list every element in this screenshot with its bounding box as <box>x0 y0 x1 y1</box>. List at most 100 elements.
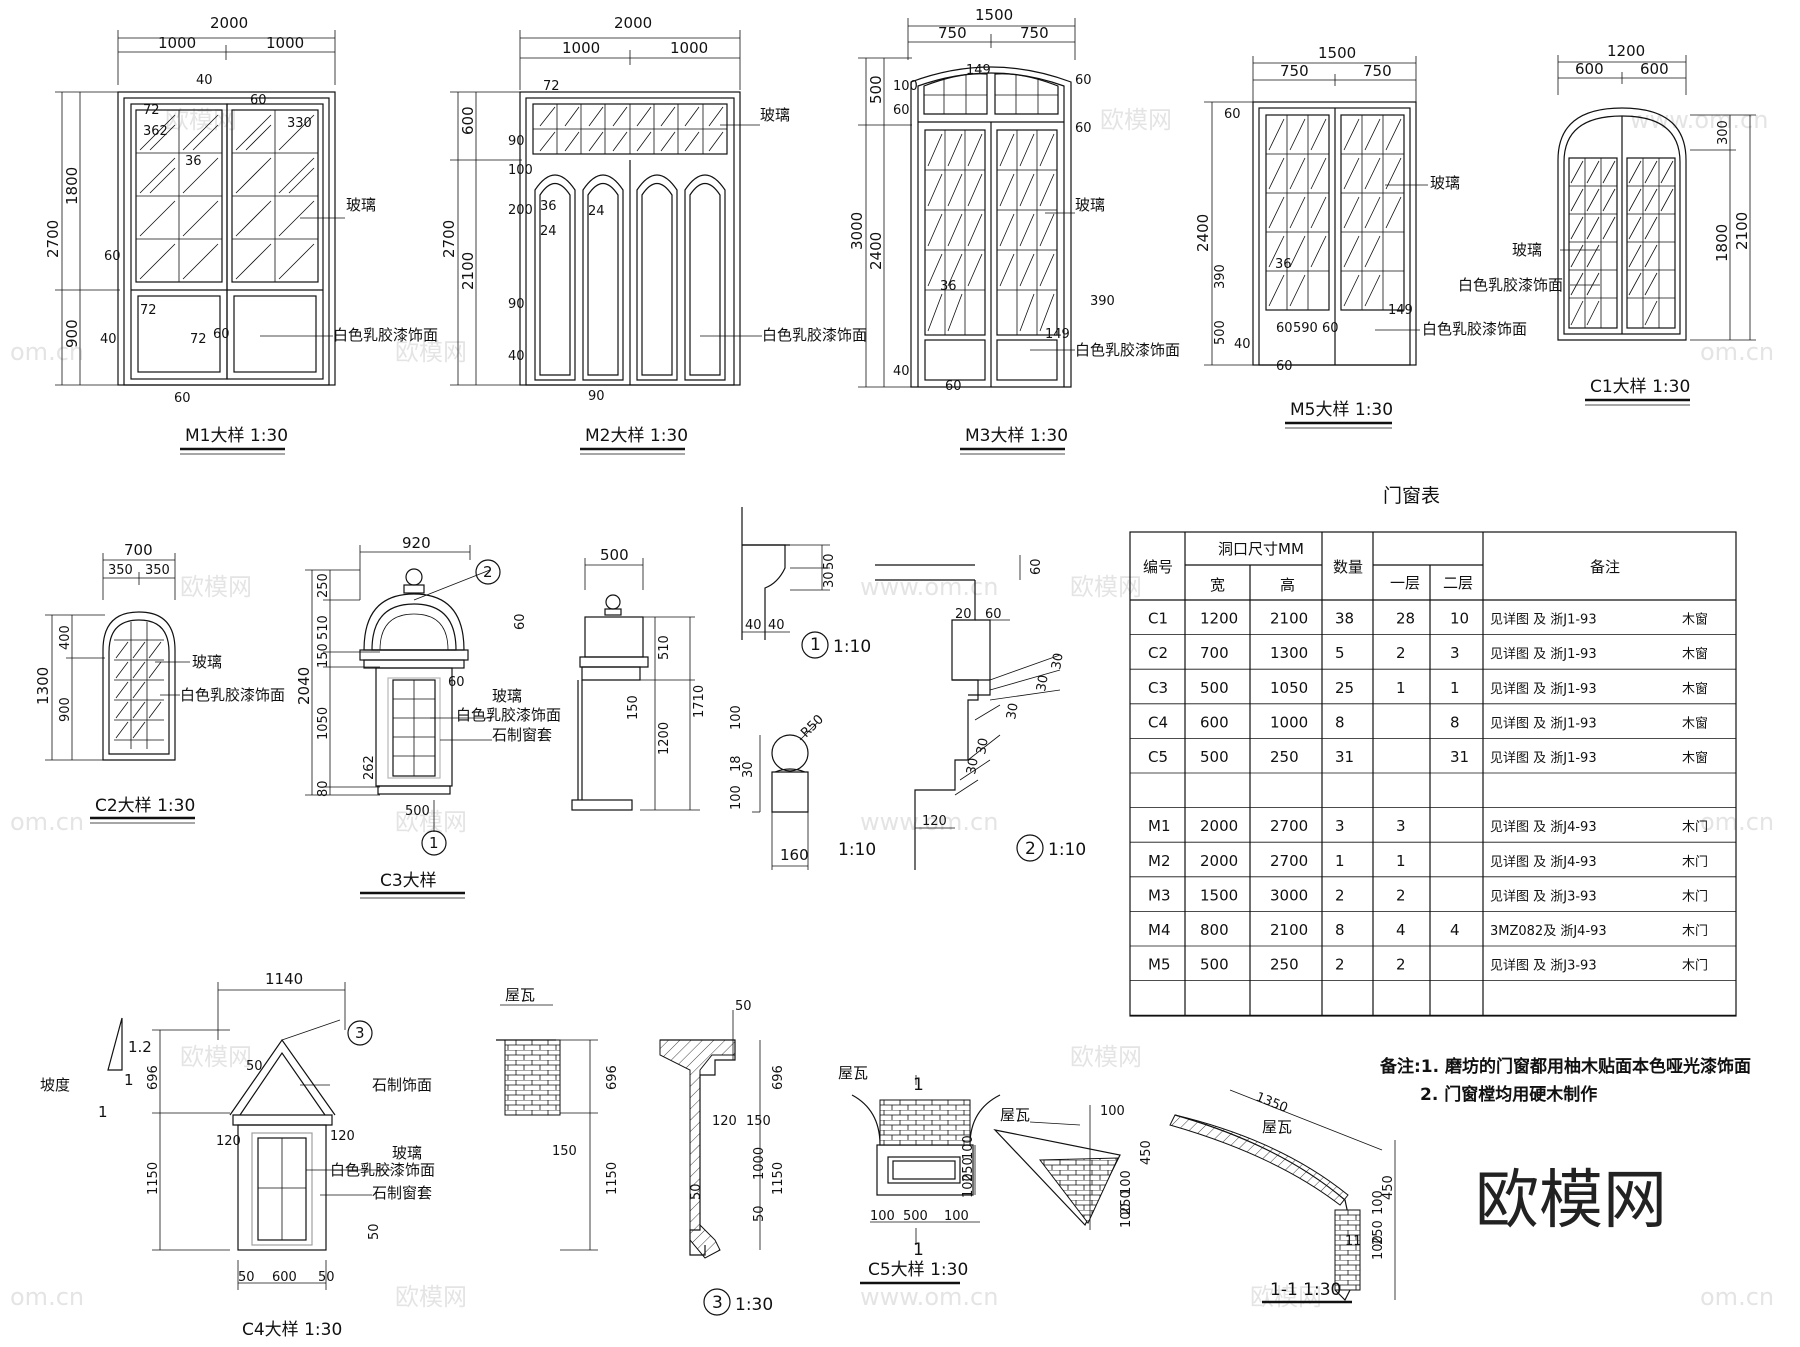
dim-m1-60d: 60 <box>174 391 191 406</box>
title-c5: C5大样 1:30 <box>868 1260 968 1280</box>
dim-m2-width: 2000 <box>614 14 652 32</box>
table-cell-qty: 3 <box>1335 817 1345 835</box>
dim-c2-width: 700 <box>124 541 153 559</box>
title-m3: M3大样 1:30 <box>965 426 1068 446</box>
dim-c5s-100b: 100 <box>1119 1170 1134 1195</box>
table-cell-qty: 8 <box>1335 921 1345 939</box>
table-cell-qty: 2 <box>1335 886 1345 904</box>
dim-d1-30b: 30 <box>741 761 756 778</box>
table-cell-ref: 见详图 及 浙J1-93 <box>1490 613 1597 628</box>
dim-d3-696: 696 <box>771 1065 786 1090</box>
dim-m1-362: 362 <box>143 124 168 139</box>
watermark-logo: 欧模网 <box>180 1043 252 1071</box>
dim-d1-18: 18 <box>729 755 744 772</box>
dim-m1-upper: 1800 <box>63 167 81 205</box>
dim-c1-1800: 1800 <box>1713 224 1731 262</box>
table-cell-w: 800 <box>1200 921 1229 939</box>
title-c3: C3大样 <box>380 871 437 891</box>
table-cell-type: 木窗 <box>1682 612 1708 628</box>
dim-m2-36: 36 <box>540 199 557 214</box>
dim-d2-20: 20 <box>955 607 972 622</box>
dim-m5-500: 500 <box>1213 320 1228 345</box>
dim-c2-900: 900 <box>58 697 73 722</box>
table-cell-code: M2 <box>1148 852 1171 870</box>
th-f1: 一层 <box>1390 574 1420 592</box>
dim-d3-50a: 50 <box>735 999 752 1014</box>
label-m5-paint: 白色乳胶漆饰面 <box>1422 320 1527 338</box>
watermark-logo: 欧模网 <box>1250 1283 1322 1311</box>
dim-d2-30e: 30 <box>964 757 982 776</box>
dim-c5-100: 100 <box>961 1135 976 1160</box>
watermark-site: om.cn <box>1700 1283 1774 1311</box>
callout-d3: 3 <box>712 1293 723 1313</box>
dim-sec-1710: 1710 <box>692 685 707 718</box>
table-cell-ref: 见详图 及 浙J1-93 <box>1490 682 1597 697</box>
title-s11: 1-1 1:30 <box>1270 1280 1341 1300</box>
table-cell-f1: 3 <box>1396 817 1406 835</box>
dim-m2-right: 1000 <box>670 39 708 57</box>
callout-d1: 1 <box>810 635 821 655</box>
table-cell-type: 木窗 <box>1682 715 1708 731</box>
dim-d2-120: 120 <box>922 814 947 829</box>
dim-c1-right: 600 <box>1640 60 1669 78</box>
dim-c5-250: 250 <box>961 1157 976 1182</box>
detail-2: 60 20 60 30 30 30 30 30 120 2 1:10 <box>875 555 1086 870</box>
dim-m1-60c: 60 <box>213 327 230 342</box>
dim-m3-60b: 60 <box>1075 73 1092 88</box>
c3-window-detail: 920 2040 250 510 150 1050 80 2 60 玻璃 白色乳… <box>295 534 561 899</box>
dim-m3-upper: 500 <box>867 75 885 104</box>
remark-line-1: 备注:1. 磨坊的门窗都用柚木贴面本色哑光漆饰面 <box>1379 1056 1751 1077</box>
label-c4-stoneframe: 石制窗套 <box>372 1184 432 1202</box>
table-cell-ref: 见详图 及 浙J3-93 <box>1490 959 1597 974</box>
label-c3-paint: 白色乳胶漆饰面 <box>456 706 561 724</box>
dim-c5s-100c: 100 <box>1119 1203 1134 1228</box>
slope-c4-1b: 1 <box>98 1103 108 1121</box>
label-c3-glass: 玻璃 <box>492 687 522 705</box>
th-f2: 二层 <box>1443 574 1473 592</box>
label-m3-paint: 白色乳胶漆饰面 <box>1075 341 1180 359</box>
th-qty: 数量 <box>1333 558 1363 576</box>
label-s11-tile: 屋瓦 <box>1262 1118 1292 1136</box>
dim-m2-upper: 600 <box>459 106 477 135</box>
dim-s11-250: 250 <box>1371 1220 1386 1245</box>
label-c2-paint: 白色乳胶漆饰面 <box>180 686 285 704</box>
label-m2-glass: 玻璃 <box>760 106 790 124</box>
remark-line-2: 2. 门窗樘均用硬木制作 <box>1420 1084 1597 1105</box>
dim-s11-450: 450 <box>1381 1175 1396 1200</box>
c2-window-detail: 700 350 350 1300 400 900 玻璃 白色乳胶漆饰面 C2大样… <box>34 541 285 824</box>
th-note: 备注 <box>1590 558 1620 576</box>
dim-c4s-696: 696 <box>605 1065 620 1090</box>
c3-section: 500 510 150 1200 1710 60 <box>513 546 707 811</box>
dim-c4-696: 696 <box>146 1065 161 1090</box>
dim-c4s-1150: 1150 <box>605 1162 620 1195</box>
table-cell-h: 2700 <box>1270 852 1308 870</box>
title-m5: M5大样 1:30 <box>1290 400 1393 420</box>
dim-c4-50a: 50 <box>246 1059 263 1074</box>
table-cell-qty: 5 <box>1335 644 1345 662</box>
dim-c2-left: 350 <box>108 563 133 578</box>
label-c4-stoneface: 石制饰面 <box>372 1076 432 1094</box>
watermark-brand-logo: 欧模网 <box>1475 1164 1667 1238</box>
dim-c3-250: 250 <box>316 573 331 598</box>
dim-c3-60: 60 <box>448 675 465 690</box>
dim-m5-left: 750 <box>1280 62 1309 80</box>
dim-m2-24b: 24 <box>588 204 605 219</box>
dim-c2-1300: 1300 <box>34 667 52 705</box>
table-cell-f2: 31 <box>1450 748 1469 766</box>
dim-m3-390: 390 <box>1090 294 1115 309</box>
watermark-site: om.cn <box>10 338 84 366</box>
dim-c4-120b: 120 <box>330 1129 355 1144</box>
watermark-url: www.om.cn <box>860 808 998 836</box>
table-cell-code: C5 <box>1148 748 1168 766</box>
scale-d3: 1:30 <box>735 1295 773 1315</box>
label-c4-paint: 白色乳胶漆饰面 <box>330 1161 435 1179</box>
table-cell-h: 2100 <box>1270 921 1308 939</box>
dim-c4-600: 600 <box>272 1270 297 1285</box>
table-cell-code: C4 <box>1148 713 1168 731</box>
dim-m5-390: 390 <box>1213 264 1228 289</box>
dim-c1-left: 600 <box>1575 60 1604 78</box>
dim-d2-30b: 30 <box>1034 674 1052 693</box>
table-cell-h: 2100 <box>1270 610 1308 628</box>
dim-c3-2040: 2040 <box>295 667 313 705</box>
